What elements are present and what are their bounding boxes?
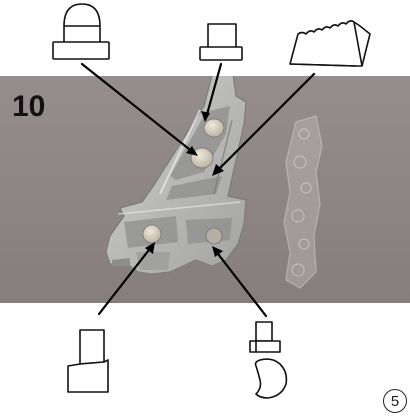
leader-line-dome-cap xyxy=(80,62,196,155)
step-number: 10 xyxy=(12,90,46,123)
installed-cap-middle xyxy=(190,147,214,169)
installed-cap-lower-right xyxy=(205,227,223,245)
slanted-step-block-icon xyxy=(67,329,109,393)
dome-top-cap-icon xyxy=(52,3,110,60)
arrowhead-dome-cap xyxy=(186,146,198,156)
page-number-badge: 5 xyxy=(383,389,407,413)
leader-line-flat-cap xyxy=(204,62,223,120)
installed-cap-lower-left xyxy=(142,224,162,244)
leader-lines xyxy=(80,62,316,318)
arrowhead-flat-cap xyxy=(201,111,210,122)
cap-with-round-clip-icon xyxy=(249,321,288,399)
leader-line-clip-cap xyxy=(213,248,268,318)
arrowhead-slanted-block xyxy=(145,242,155,254)
flat-top-cap-icon xyxy=(199,23,243,61)
arrowhead-wavy-insert xyxy=(212,164,224,176)
wavy-edge-insert-icon xyxy=(289,20,371,67)
leader-line-wavy-insert xyxy=(214,72,316,174)
arrowhead-clip-cap xyxy=(212,246,223,257)
clear-plastic-strip xyxy=(283,115,323,289)
leader-arrowheads xyxy=(145,111,224,257)
installed-cap-top xyxy=(203,118,225,138)
leader-line-slanted-block xyxy=(97,244,154,316)
